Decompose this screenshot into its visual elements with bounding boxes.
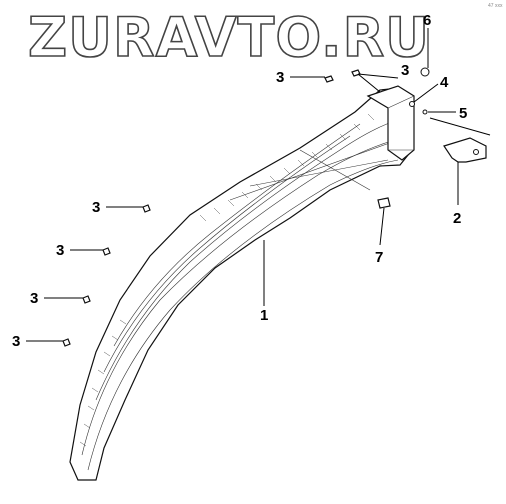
callout-labels: 1 2 3 3 3 3 3 3 3 4 5 6 7 [12,12,467,350]
nut [422,109,428,115]
callout-5: 5 [459,105,467,122]
corner-mark: 47 xxx [488,3,503,9]
callout-2: 2 [453,210,461,227]
callout-3c: 3 [92,199,100,216]
callout-3e: 3 [30,290,38,307]
callout-3b: 3 [401,62,409,79]
wheel-arch-liner [69,85,415,481]
screw-fasteners [62,69,361,347]
watermark-text: ZURAVTO.RU [28,6,430,69]
bolt [420,67,430,77]
screw-3 [142,204,151,213]
callout-7: 7 [375,249,383,266]
screw-5 [82,295,91,304]
washer [409,101,415,107]
mounting-bracket [443,137,487,163]
leader-lines [26,28,491,342]
callout-4: 4 [440,74,449,91]
callout-3d: 3 [56,242,64,259]
callout-3f: 3 [12,333,20,350]
retainer-clip [377,197,391,209]
callout-1: 1 [260,307,268,324]
callout-3a: 3 [276,69,284,86]
screw-4 [102,247,111,256]
screw-6 [62,338,71,347]
screw-1 [324,75,334,83]
callout-6: 6 [423,12,431,29]
